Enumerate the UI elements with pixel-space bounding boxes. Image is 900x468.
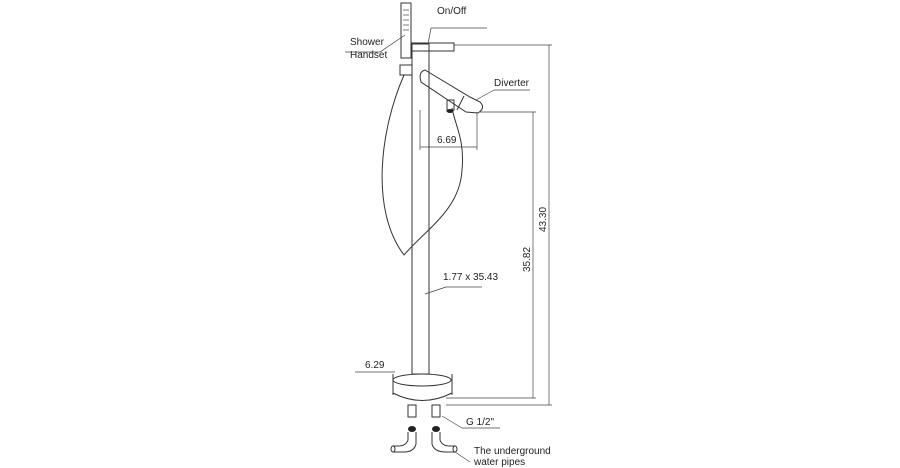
diverter-label: Diverter [494, 78, 530, 89]
underground-label-line1: The underground [474, 446, 551, 457]
connector-label: G 1/2" [466, 417, 494, 428]
shower-label: Shower [350, 37, 385, 48]
handset-label: Handset [350, 50, 387, 61]
shower-handset [381, 2, 464, 256]
spout-height-dimension: 35.82 [522, 247, 533, 272]
base-diameter-dimension: 6.29 [365, 360, 385, 371]
pipe-size-label: 1.77 x 35.43 [443, 272, 498, 283]
on-off-label: On/Off [437, 6, 466, 17]
dimension-lines [345, 27, 552, 463]
underground-label-line2: water pipes [473, 457, 525, 468]
water-pipes [390, 404, 458, 453]
spout-reach-dimension: 6.69 [437, 135, 457, 146]
total-height-dimension: 43.30 [538, 207, 549, 232]
faucet-base [392, 373, 453, 401]
